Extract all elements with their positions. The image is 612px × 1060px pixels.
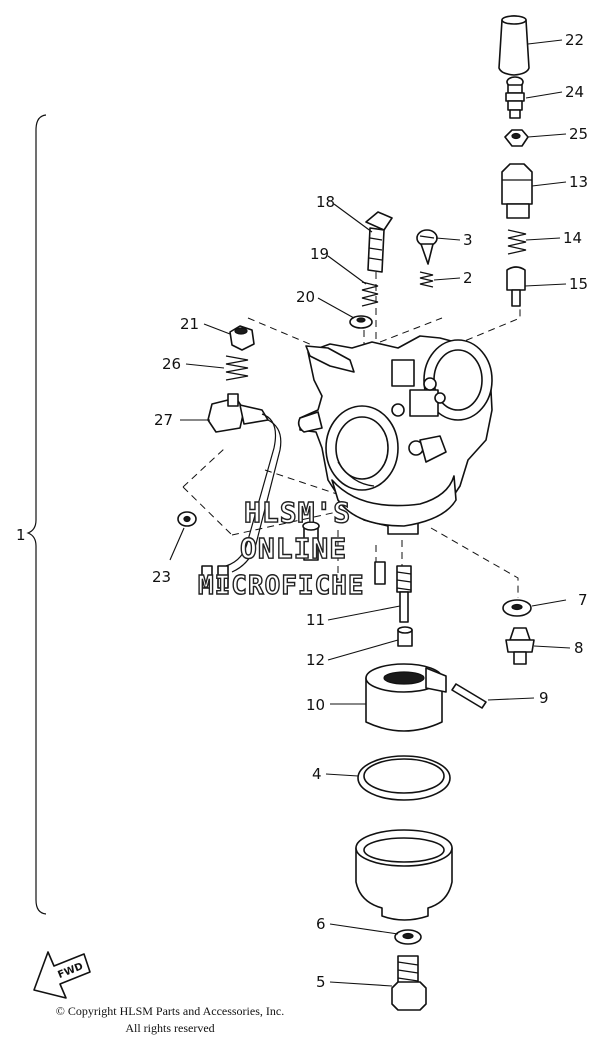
callout-2: 2	[463, 269, 473, 287]
part-10-float	[365, 663, 447, 732]
callout-10: 10	[306, 696, 325, 714]
part-5-drain-bolt	[391, 955, 427, 1011]
callout-3: 3	[463, 231, 473, 249]
small-clip-parts	[302, 521, 386, 585]
part-19-spring	[361, 281, 379, 307]
watermark-line-1: HLSM'S	[244, 496, 351, 529]
watermark-line-2: ONLINE	[240, 532, 347, 565]
part-13-chamber-top	[501, 163, 533, 219]
callout-26: 26	[162, 355, 181, 373]
float-bowl	[355, 829, 453, 921]
callout-27: 27	[154, 411, 173, 429]
part-20-washer	[349, 315, 373, 329]
part-27-choke	[201, 393, 282, 589]
callout-4: 4	[312, 765, 322, 783]
callout-13: 13	[569, 173, 588, 191]
callout-7: 7	[578, 591, 588, 609]
part-2-spring	[419, 271, 434, 288]
part-8-valve-seat	[505, 627, 535, 665]
copyright-line-1: © Copyright HLSM Parts and Accessories, …	[55, 1004, 285, 1018]
part-22-cap	[498, 15, 530, 76]
part-12-jet	[397, 626, 413, 647]
callout-labels: 22 24 25 13 14 15 18 19 20 3 2 21 26 27 …	[16, 31, 588, 991]
part-26-spring	[225, 355, 249, 381]
watermark: HLSM'S ONLINE MICROFICHE	[197, 495, 365, 601]
copyright-line-2: All rights reserved	[125, 1021, 215, 1035]
callout-19: 19	[310, 245, 329, 263]
callout-12: 12	[306, 651, 325, 669]
callout-20: 20	[296, 288, 315, 306]
callout-11: 11	[306, 611, 325, 629]
callout-22: 22	[565, 31, 584, 49]
part-3-screw	[416, 229, 438, 265]
callout-9: 9	[539, 689, 549, 707]
callout-8: 8	[574, 639, 584, 657]
callout-1: 1	[16, 526, 26, 544]
copyright-notice: © Copyright HLSM Parts and Accessories, …	[0, 1003, 340, 1037]
assembly-bracket	[26, 114, 47, 915]
part-18-screw	[365, 211, 393, 273]
callout-14: 14	[563, 229, 582, 247]
watermark-line-3: MICROFICHE	[198, 571, 365, 601]
part-23-washer	[177, 511, 197, 527]
callout-18: 18	[316, 193, 335, 211]
leader-lines	[169, 39, 571, 987]
callout-21: 21	[180, 315, 199, 333]
part-6-washer	[394, 929, 422, 945]
part-7-washer	[502, 599, 532, 617]
part-21-cap	[229, 325, 255, 351]
part-15-valve	[506, 266, 526, 307]
callout-5: 5	[316, 973, 326, 991]
part-25-nut	[504, 129, 529, 147]
part-9-pin	[451, 683, 487, 709]
part-14-spring	[507, 229, 527, 255]
callout-6: 6	[316, 915, 326, 933]
callout-24: 24	[565, 83, 584, 101]
carburetor-body	[297, 335, 493, 535]
callout-15: 15	[569, 275, 588, 293]
part-24-screw	[505, 76, 525, 119]
callout-25: 25	[569, 125, 588, 143]
callout-23: 23	[152, 568, 171, 586]
fwd-arrow-icon: FWD	[33, 951, 91, 999]
part-4-gasket	[357, 755, 451, 801]
part-11-needle	[396, 565, 412, 623]
